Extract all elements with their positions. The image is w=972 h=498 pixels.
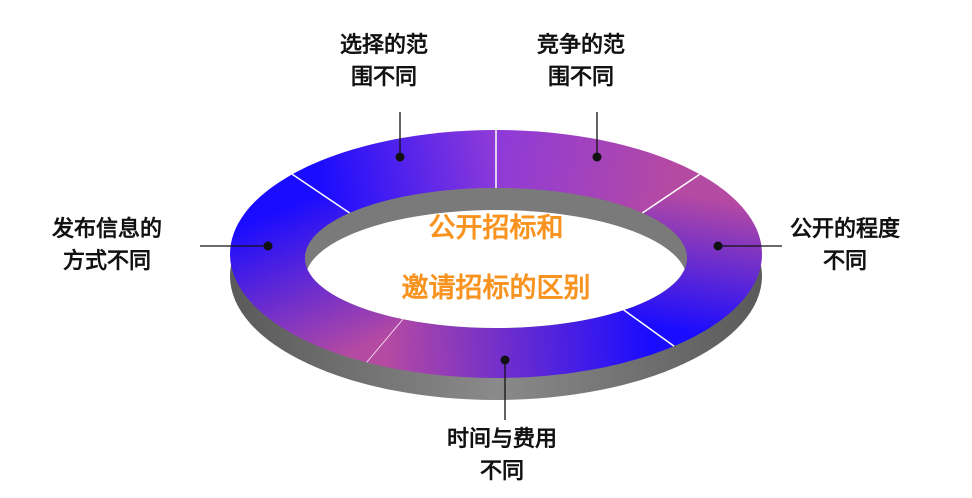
label-openness: 公开的程度不同 bbox=[790, 217, 901, 274]
label-time-cost: 时间与费用不同 bbox=[447, 427, 558, 484]
ring-segment bbox=[292, 130, 496, 213]
ring-segment bbox=[230, 174, 404, 363]
center-title-line1: 公开招标和 bbox=[428, 213, 564, 244]
ring-segment bbox=[367, 310, 674, 378]
label-selection-scope: 选择的范围不同 bbox=[340, 33, 429, 90]
label-publish-method: 发布信息的方式不同 bbox=[52, 217, 163, 274]
leader-dot bbox=[500, 355, 510, 365]
leader-dot bbox=[263, 241, 273, 251]
leader-dot bbox=[395, 152, 405, 162]
ring-segment bbox=[496, 130, 700, 213]
segment-divider bbox=[623, 309, 675, 347]
label-competition-scope: 竞争的范围不同 bbox=[537, 33, 626, 90]
leader-dot bbox=[592, 152, 602, 162]
leader-dot bbox=[713, 241, 723, 251]
center-title-line2: 邀请招标的区别 bbox=[401, 273, 591, 304]
segment-divider bbox=[291, 173, 351, 214]
segment-divider bbox=[641, 173, 701, 214]
ring-segment bbox=[623, 174, 762, 347]
ring-hole bbox=[305, 210, 687, 328]
